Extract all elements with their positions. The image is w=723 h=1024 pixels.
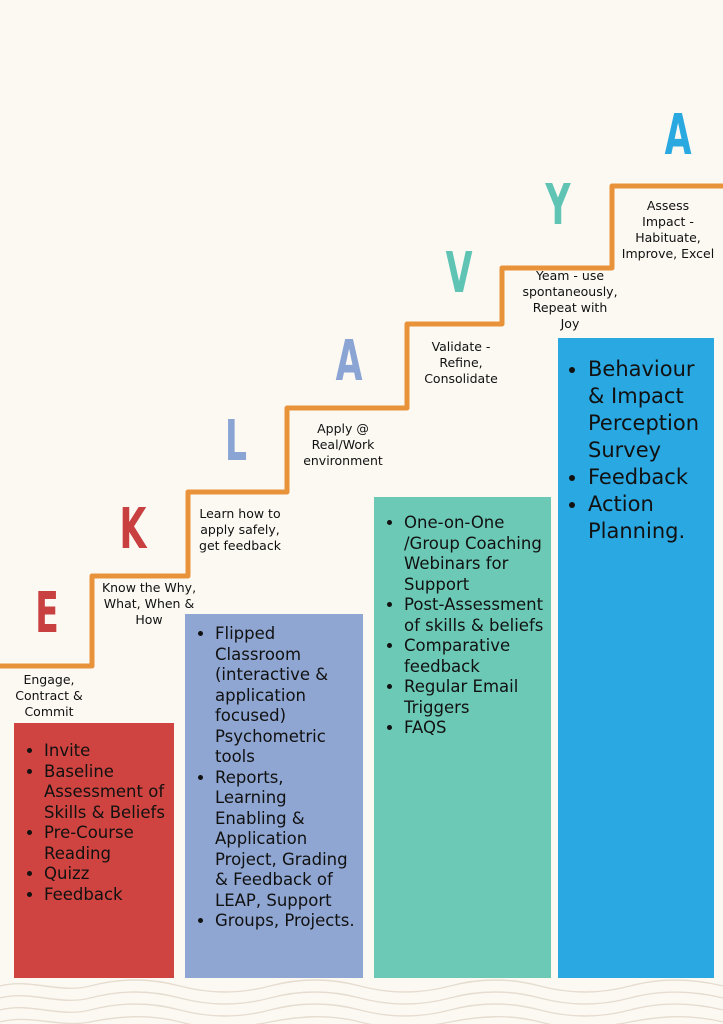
list-item: Flipped Classroom (interactive & applica… xyxy=(215,624,357,768)
activity-list: One-on-One /Group Coaching Webinars for … xyxy=(374,513,547,739)
caption-line: apply safely, xyxy=(200,522,280,537)
step-caption-validate: Validate - Refine, Consolidate xyxy=(410,339,512,387)
list-item: Feedback xyxy=(588,464,710,491)
list-item: Behaviour & Impact Perception Survey xyxy=(588,356,710,464)
step-caption-yeam: Yeam - use spontaneously, Repeat with Jo… xyxy=(510,268,630,332)
list-item: Comparative feedback xyxy=(404,636,547,677)
list-item: Reports, Learning Enabling & Application… xyxy=(215,768,357,912)
step-letter-v: V xyxy=(445,241,473,306)
step-letter-y: Y xyxy=(545,173,571,238)
caption-line: How xyxy=(135,612,163,627)
caption-line: Impact - xyxy=(642,214,694,229)
caption-line: Know the Why, xyxy=(101,580,197,595)
caption-line: Yeam - use xyxy=(535,268,605,283)
step-caption-learn: Learn how to apply safely, get feedback xyxy=(186,506,294,554)
list-item: Feedback xyxy=(44,885,174,906)
caption-line: Consolidate xyxy=(424,371,498,386)
step-caption-know: Know the Why, What, When & How xyxy=(96,580,202,628)
list-item: Groups, Projects. xyxy=(215,911,357,932)
list-item: Quizz xyxy=(44,864,174,885)
step-caption-apply: Apply @ Real/Work environment xyxy=(290,421,396,469)
list-item: Action Planning. xyxy=(588,491,710,545)
list-item: Pre-Course Reading xyxy=(44,823,174,864)
step-letter-a: A xyxy=(335,329,363,394)
step-letter-a-final: A xyxy=(664,103,692,168)
box-assess-activities: Behaviour & Impact Perception Survey Fee… xyxy=(558,338,714,978)
caption-line: spontaneously, xyxy=(522,284,618,299)
caption-line: Validate - xyxy=(431,339,491,354)
list-item: Regular Email Triggers xyxy=(404,677,547,718)
caption-line: What, When & xyxy=(103,596,195,611)
box-engage-activities: Invite Baseline Assessment of Skills & B… xyxy=(14,723,174,978)
list-item: One-on-One /Group Coaching Webinars for … xyxy=(404,513,547,595)
list-item: Baseline Assessment of Skills & Beliefs xyxy=(44,762,174,824)
list-item: Post-Assessment of skills & beliefs xyxy=(404,595,547,636)
step-letter-k: K xyxy=(119,497,147,562)
caption-line: Assess xyxy=(646,198,690,213)
caption-line: Refine, xyxy=(439,355,483,370)
activity-list: Invite Baseline Assessment of Skills & B… xyxy=(14,741,174,905)
caption-line: Apply @ xyxy=(317,421,369,436)
step-caption-assess: Assess Impact - Habituate, Improve, Exce… xyxy=(613,198,723,262)
box-learn-activities: Flipped Classroom (interactive & applica… xyxy=(185,614,363,978)
caption-line: Engage, xyxy=(23,672,75,687)
caption-line: get feedback xyxy=(199,538,281,553)
list-item: Invite xyxy=(44,741,174,762)
caption-line: environment xyxy=(303,453,383,468)
caption-line: Repeat with xyxy=(532,300,608,315)
caption-line: Improve, Excel xyxy=(621,246,715,261)
caption-line: Learn how to xyxy=(199,506,281,521)
activity-list: Behaviour & Impact Perception Survey Fee… xyxy=(558,356,710,545)
caption-line: Habituate, xyxy=(635,230,701,245)
caption-line: Joy xyxy=(560,316,580,331)
caption-line: Commit xyxy=(24,704,74,719)
decorative-wave-pattern xyxy=(0,979,723,1024)
step-caption-engage: Engage, Contract & Commit xyxy=(0,672,98,720)
list-item: FAQS xyxy=(404,718,547,739)
step-letter-l: L xyxy=(224,409,248,474)
caption-line: Real/Work xyxy=(311,437,375,452)
caption-line: Contract & xyxy=(15,688,83,703)
step-letter-e: E xyxy=(35,581,59,646)
activity-list: Flipped Classroom (interactive & applica… xyxy=(185,624,357,932)
box-validate-activities: One-on-One /Group Coaching Webinars for … xyxy=(374,497,551,978)
